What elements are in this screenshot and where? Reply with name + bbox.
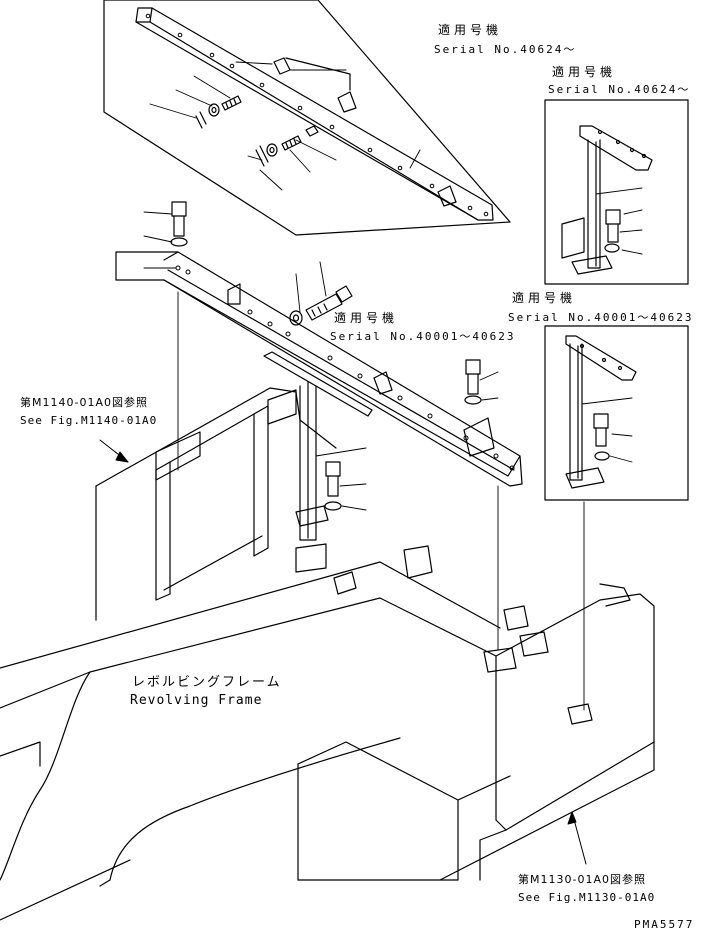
detail-inset-right-top: [544, 99, 689, 285]
applicable-label-top: 適用号機: [438, 23, 503, 37]
applicable-label-right-top: 適用号機: [552, 65, 617, 79]
serial-label-mid: Serial No.40001～40623: [330, 330, 516, 343]
detail-rail-holes: [145, 13, 489, 217]
reference-bottom-en: See Fig.M1130-01A0: [518, 891, 656, 904]
detail-inset-top: [103, 0, 511, 236]
reference-bottom-jp: 第M1130-01A0図参照: [518, 873, 646, 886]
applicable-label-mid: 適用号機: [334, 311, 399, 325]
reference-left-jp: 第M1140-01A0図参照: [20, 396, 148, 409]
serial-label-right-top: Serial No.40624～: [548, 83, 691, 96]
drawing-code: PMA5577: [634, 918, 695, 931]
main-rail-holes: [175, 265, 515, 471]
revolving-frame: [0, 387, 655, 921]
main-fasteners: [170, 201, 482, 511]
frame-label-jp: レボルビングフレーム: [132, 675, 282, 690]
detail-rail: [135, 7, 494, 221]
main-rail: [115, 251, 523, 487]
reference-arrows: [99, 439, 587, 865]
detail-fasteners: [195, 95, 319, 167]
reference-left-en: See Fig.M1140-01A0: [20, 414, 158, 427]
frame-label-en: Revolving Frame: [130, 693, 263, 708]
applicable-label-right-bottom: 適用号機: [512, 291, 577, 305]
detail-leaders: [149, 61, 421, 191]
serial-label-right-bottom: Serial No.40001～40623: [508, 311, 694, 324]
main-leaders: [143, 211, 585, 711]
serial-label-top: Serial No.40624～: [434, 43, 577, 56]
support-bracket: [263, 351, 373, 573]
detail-inset-right-bottom: [544, 325, 689, 501]
